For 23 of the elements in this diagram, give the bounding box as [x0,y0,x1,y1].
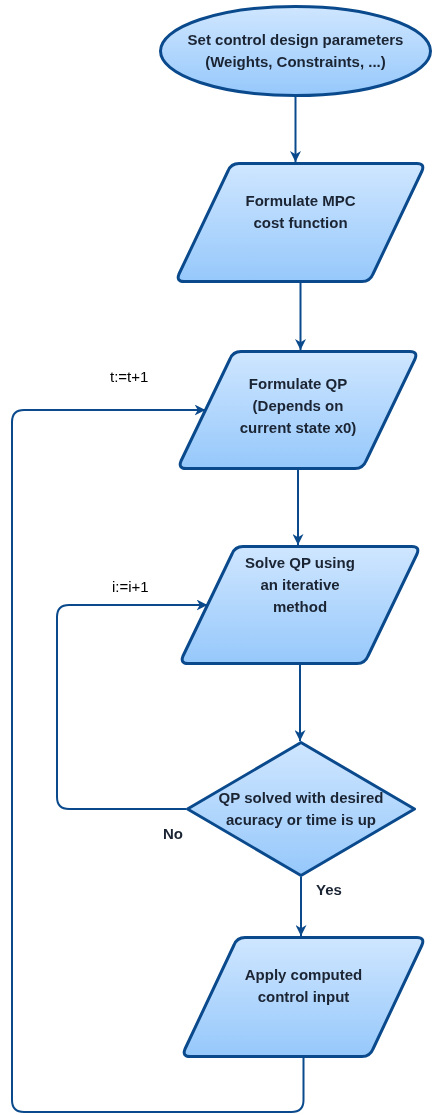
arrow [11,404,305,1113]
arrow [295,282,306,351]
decision-diamond [186,741,416,877]
arrow [294,664,306,742]
process-parallelogram [182,936,425,1058]
arrow [292,469,304,546]
node-text: Formulate QP (Depends on current state x0) [238,374,358,438]
process-parallelogram [178,350,418,470]
start-ellipse [159,5,432,97]
arrow [56,599,209,810]
edge-label: i:=i+1 [112,578,149,596]
node-text: QP solved with desired acuracy or time is up [217,788,385,830]
process-parallelogram [180,545,420,665]
node-text: Solve QP using an iterative method [244,553,356,617]
edge-label: Yes [316,881,342,899]
node-text: Apply computed control input [243,965,364,1007]
edge-label: t:=t+1 [110,368,149,386]
arrow [290,96,301,163]
arrow [295,876,307,937]
node-text: Set control design parameters (Weights, Constraints, ...) [186,30,405,72]
process-parallelogram [176,162,425,283]
node-text: Formulate MPC cost function [244,190,357,233]
branch-label: No [163,825,183,843]
